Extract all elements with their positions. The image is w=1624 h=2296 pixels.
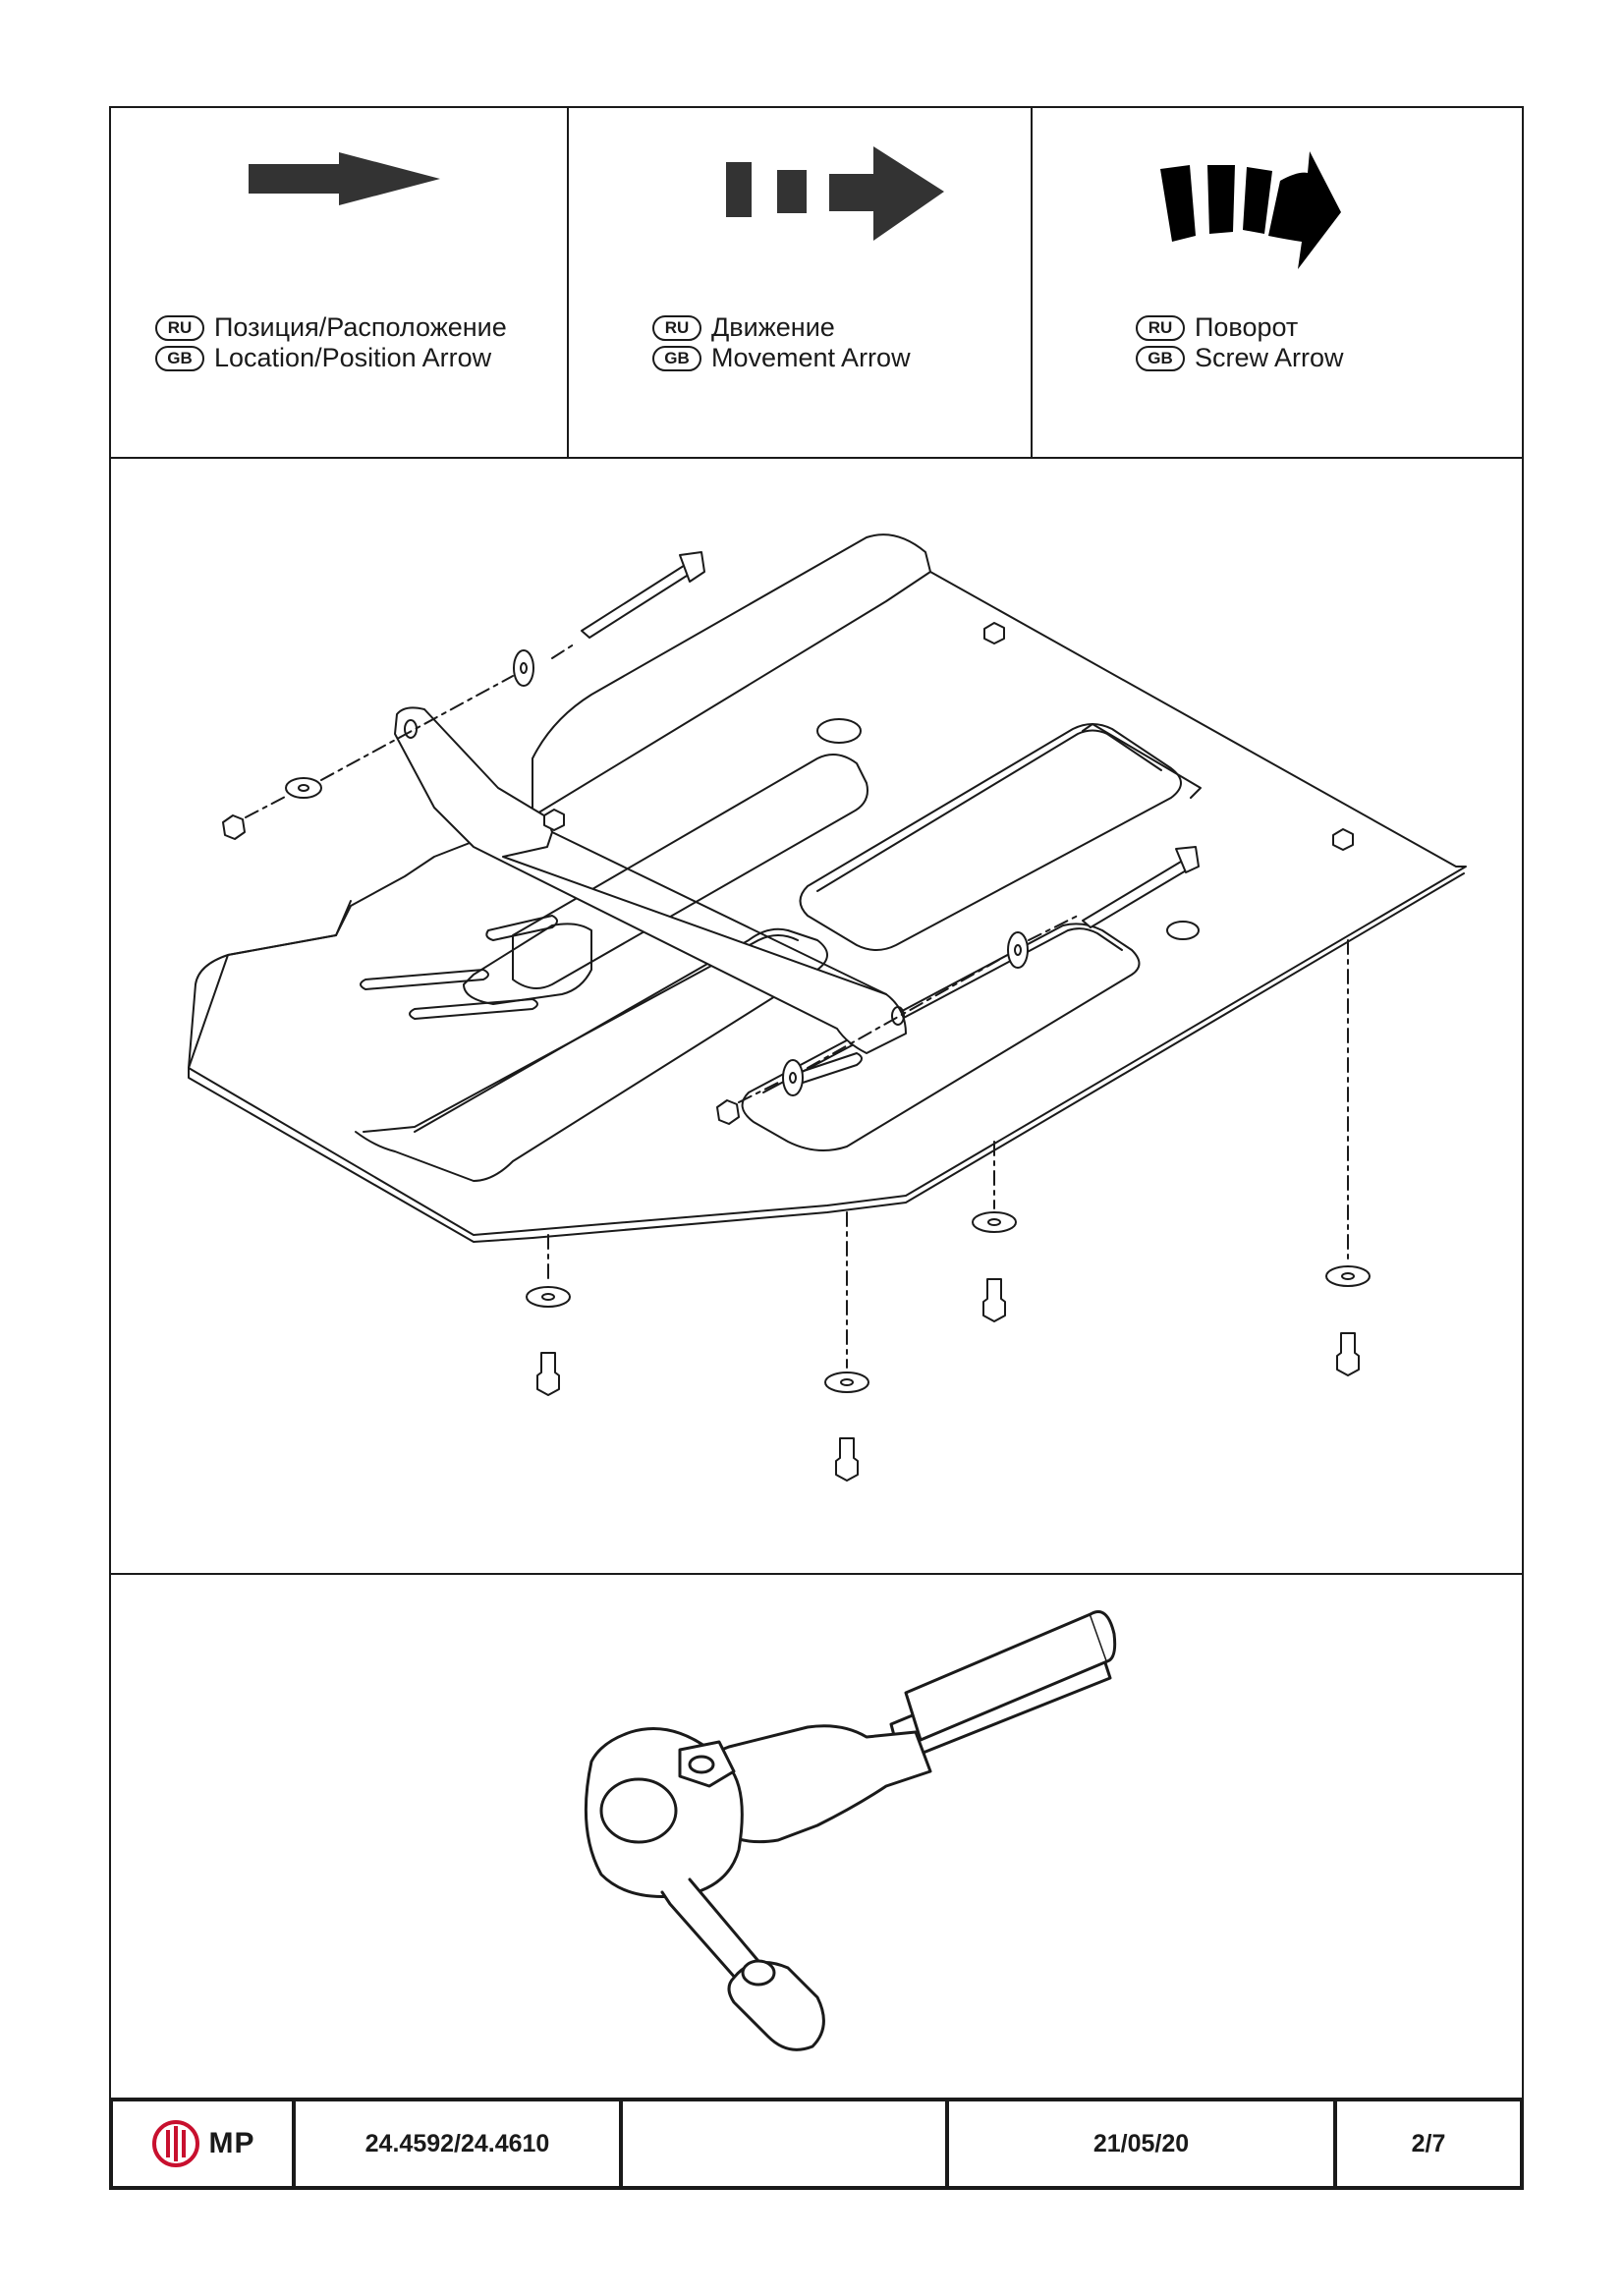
nut-icon: [716, 1099, 740, 1125]
instruction-sheet: RU Позиция/Расположение GB Location/Positi…: [109, 106, 1524, 2189]
legend-ru-text: Движение: [711, 312, 835, 342]
date: 21/05/20: [949, 2101, 1337, 2186]
ru-badge: RU: [652, 314, 701, 341]
nut-icon: [222, 814, 246, 840]
page-number: 2/7: [1411, 2129, 1446, 2157]
washer-icon: [1007, 931, 1029, 969]
nut-icon: [1332, 828, 1354, 851]
movement-arrow-icon: [726, 146, 944, 241]
arrow-legend: RU Позиция/Расположение GB Location/Positi…: [111, 108, 1522, 459]
bottom-bolts: [526, 939, 1371, 1482]
legend-ru-text: Поворот: [1195, 312, 1299, 342]
location-arrow-icon: [249, 152, 440, 205]
nut-icon: [543, 809, 565, 831]
screw-arrow-icon: [1160, 151, 1341, 269]
brand-logo-icon: [151, 2120, 199, 2167]
tool-panel: [111, 1575, 1522, 2096]
legend-gb-text: Screw Arrow: [1195, 343, 1344, 372]
skid-plate: [188, 533, 1467, 1243]
brand-logo-text: MP: [208, 2127, 255, 2159]
washer-icon: [513, 649, 534, 687]
legend-ru-text: Позиция/Расположение: [214, 312, 507, 342]
ru-badge: RU: [1136, 314, 1185, 341]
hardware: [222, 551, 1354, 1125]
assembly-diagram: [111, 459, 1522, 1575]
gb-badge: GB: [155, 345, 204, 371]
legend-movement: RU Движение GB Movement Arrow: [567, 108, 1031, 457]
ratchet-wrench-icon: [584, 1610, 1117, 2051]
legend-location: RU Позиция/Расположение GB Location/Positi…: [111, 108, 567, 457]
blank-cell: [623, 2101, 949, 2186]
washer-icon: [285, 777, 322, 799]
washer-icon: [782, 1059, 804, 1096]
ru-badge: RU: [155, 314, 204, 341]
gb-badge: GB: [652, 345, 701, 371]
gb-badge: GB: [1136, 345, 1185, 371]
crossmember-bracket: [394, 706, 907, 1054]
legend-gb-text: Movement Arrow: [711, 343, 911, 372]
legend-screw: RU Поворот GB Screw Arrow: [1031, 108, 1524, 457]
logo-cell: MP: [113, 2101, 296, 2186]
nut-icon: [983, 622, 1005, 644]
skid-plate-drawing: [188, 533, 1467, 1482]
part-number: 24.4592/24.4610: [296, 2101, 623, 2186]
title-block: MP 24.4592/24.4610 21/05/20 2/7: [109, 2098, 1524, 2190]
legend-gb-text: Location/Position Arrow: [214, 343, 492, 372]
